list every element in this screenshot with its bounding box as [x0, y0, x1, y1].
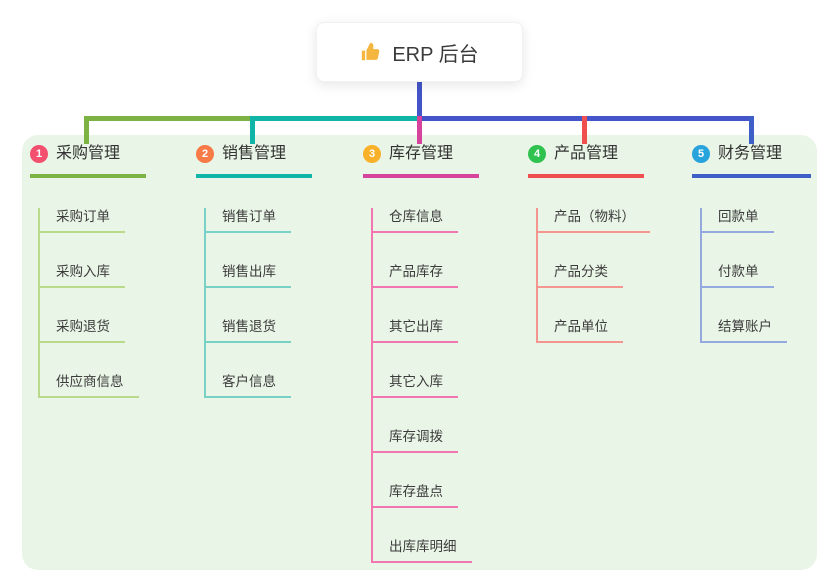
mindmap-node[interactable]: 采购退货 [40, 318, 125, 343]
connector-drop-sales [250, 116, 255, 144]
mindmap-node[interactable]: 销售退货 [206, 318, 291, 343]
branch-header-product[interactable]: 4 产品管理 [528, 143, 644, 178]
connector-root-stem [417, 82, 422, 121]
branch-sales: 2 销售管理 销售订单销售出库销售退货客户信息 [196, 143, 312, 398]
branch-number-badge: 2 [196, 145, 214, 163]
connector-drop-purchase [84, 116, 89, 144]
branch-finance: 5 财务管理 回款单付款单结算账户 [692, 143, 811, 343]
mindmap-node[interactable]: 库存调拨 [373, 428, 458, 453]
connector-drop-inventory [417, 116, 422, 144]
mindmap-node[interactable]: 采购订单 [40, 208, 125, 233]
branch-number-badge: 1 [30, 145, 48, 163]
branch-product: 4 产品管理 产品（物料） 产品分类产品单位 [528, 143, 650, 343]
branch-label: 采购管理 [56, 145, 121, 162]
branch-number-badge: 5 [692, 145, 710, 163]
mindmap-node[interactable]: 回款单 [702, 208, 774, 233]
mindmap-node[interactable]: 销售出库 [206, 263, 291, 288]
mindmap-node[interactable]: 产品单位 [538, 318, 623, 343]
branch-children-product: 产品（物料） 产品分类产品单位 [536, 208, 650, 343]
mindmap-node[interactable]: 其它入库 [373, 373, 458, 398]
branch-header-finance[interactable]: 5 财务管理 [692, 143, 811, 178]
mindmap-node[interactable]: 付款单 [702, 263, 774, 288]
mindmap-node[interactable]: 产品库存 [373, 263, 458, 288]
mindmap-node[interactable]: 结算账户 [702, 318, 787, 343]
branch-purchase: 1 采购管理 采购订单采购入库采购退货供应商信息 [30, 143, 146, 398]
branch-children-inventory: 仓库信息产品库存其它出库其它入库库存调拨库存盘点出库库明细 [371, 208, 472, 563]
mindmap-node[interactable]: 产品（物料） [538, 208, 650, 233]
mindmap-panel [22, 135, 817, 570]
branch-children-sales: 销售订单销售出库销售退货客户信息 [204, 208, 291, 398]
branch-children-finance: 回款单付款单结算账户 [700, 208, 787, 343]
mindmap-node[interactable]: 销售订单 [206, 208, 291, 233]
branch-label: 财务管理 [718, 145, 783, 162]
mindmap-node[interactable]: 客户信息 [206, 373, 291, 398]
branch-header-inventory[interactable]: 3 库存管理 [363, 143, 479, 178]
mindmap-node[interactable]: 库存盘点 [373, 483, 458, 508]
mindmap-node[interactable]: 供应商信息 [40, 373, 139, 398]
mindmap-node[interactable]: 仓库信息 [373, 208, 458, 233]
branch-label: 销售管理 [222, 145, 287, 162]
branch-label: 产品管理 [554, 145, 619, 162]
branch-inventory: 3 库存管理 仓库信息产品库存其它出库其它入库库存调拨库存盘点出库库明细 [363, 143, 479, 563]
branch-number-badge: 4 [528, 145, 546, 163]
root-node[interactable]: ERP 后台 [316, 22, 523, 82]
root-label: ERP 后台 [392, 43, 479, 66]
branch-number-badge: 3 [363, 145, 381, 163]
mindmap-node[interactable]: 出库库明细 [373, 538, 472, 563]
branch-header-sales[interactable]: 2 销售管理 [196, 143, 312, 178]
branch-children-purchase: 采购订单采购入库采购退货供应商信息 [38, 208, 139, 398]
connector-horizontal-green [84, 116, 252, 121]
mindmap-node[interactable]: 产品分类 [538, 263, 623, 288]
connector-horizontal-teal [252, 116, 419, 121]
mindmap-node[interactable]: 其它出库 [373, 318, 458, 343]
branch-label: 库存管理 [389, 145, 454, 162]
connector-drop-finance [749, 116, 754, 144]
thumbs-up-icon [360, 41, 382, 63]
branch-header-purchase[interactable]: 1 采购管理 [30, 143, 146, 178]
connector-drop-product [582, 116, 587, 144]
mindmap-node[interactable]: 采购入库 [40, 263, 125, 288]
